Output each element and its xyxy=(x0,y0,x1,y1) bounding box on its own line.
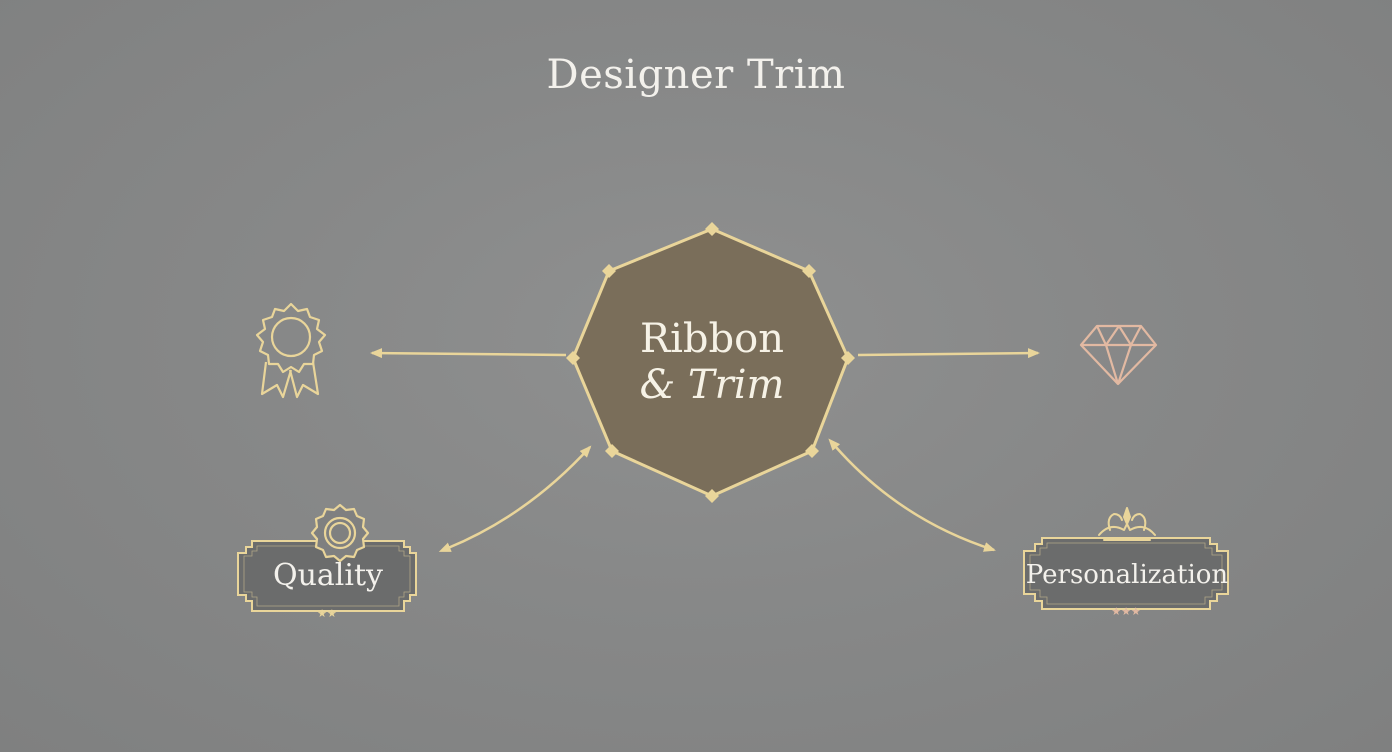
arrow-personalization-link xyxy=(828,438,996,552)
quality-stars: ★★ xyxy=(317,607,337,620)
diagram-title: Designer Trim xyxy=(546,52,846,98)
center-label: Ribbon & Trim xyxy=(592,316,832,408)
diamond-icon xyxy=(1079,324,1158,386)
quality-label: Quality xyxy=(273,558,383,593)
arrow-quality-link xyxy=(438,445,592,552)
center-octagon xyxy=(566,222,855,503)
arrow-to-award xyxy=(370,348,567,359)
octagon-corner-ornaments xyxy=(566,222,855,503)
center-label-line2: & Trim xyxy=(639,362,785,408)
award-ribbon-icon xyxy=(255,302,327,399)
quality-plaque xyxy=(237,540,417,612)
personalization-label: Personalization xyxy=(1025,560,1229,590)
crown-ornament-icon xyxy=(1098,507,1156,541)
personalization-stars: ★★★ xyxy=(1111,605,1141,618)
center-label-line1: Ribbon xyxy=(640,316,784,362)
personalization-plaque xyxy=(1023,537,1229,610)
quality-badge-icon xyxy=(310,503,370,563)
arrow-to-diamond xyxy=(857,348,1040,359)
